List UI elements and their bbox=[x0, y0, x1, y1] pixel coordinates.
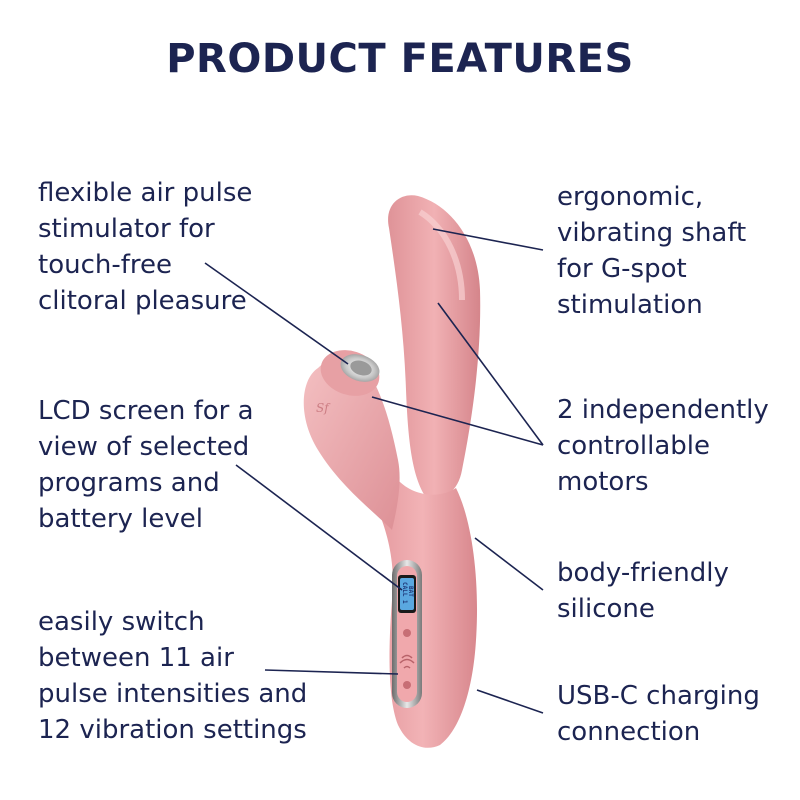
lcd-readout-2: BAT bbox=[407, 586, 414, 597]
mode-button-icon bbox=[403, 629, 411, 637]
page-title: PRODUCT FEATURES bbox=[166, 36, 634, 82]
feature-air-pulse: flexible air pulse stimulator for touch-… bbox=[38, 178, 253, 316]
feature-usb-c: USB-C charging connection bbox=[557, 681, 760, 747]
lcd-readout-1: CALL 1 bbox=[401, 582, 408, 604]
air-pulse-button-icon bbox=[399, 654, 415, 669]
feature-silicone: body-friendly silicone bbox=[557, 558, 729, 624]
vibrating-shaft bbox=[388, 195, 481, 500]
power-button-icon bbox=[403, 681, 411, 689]
feature-ergonomic-shaft: ergonomic, vibrating shaft for G-spot st… bbox=[557, 182, 747, 320]
feature-motors: 2 independently controllable motors bbox=[557, 395, 769, 497]
feature-lcd-screen: LCD screen for a view of selected progra… bbox=[38, 396, 254, 534]
feature-switch-settings: easily switch between 11 air pulse inten… bbox=[38, 607, 308, 745]
brand-logo: Sf bbox=[316, 401, 331, 415]
